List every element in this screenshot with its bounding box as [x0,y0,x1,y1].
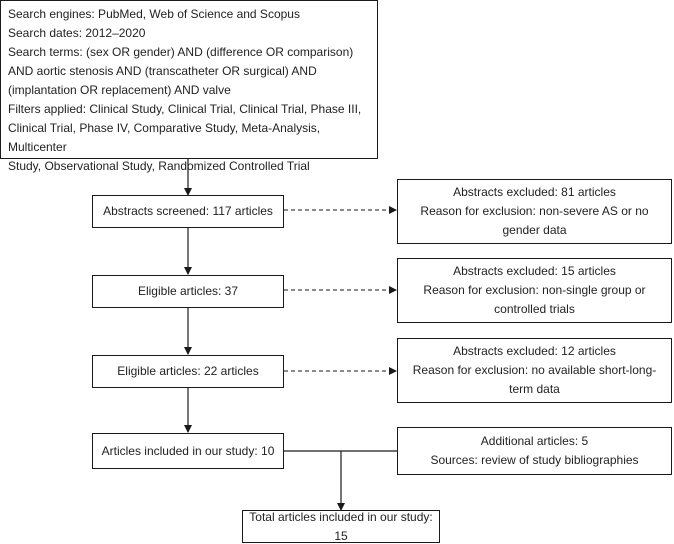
exclusion-reason-cont: gender data [502,223,567,237]
eligible-22-label: Eligible articles: 22 articles [117,364,259,378]
exclusion-reason-cont: controlled trials [494,302,575,316]
exclusion-count: Abstracts excluded: 15 articles [453,264,616,278]
screened-label: Abstracts screened: 117 articles [103,204,273,218]
included-box: Articles included in our study: 10 [92,433,284,469]
exclusion-box-1: Abstracts excluded: 81 articles Reason f… [397,179,672,244]
additional-count: Additional articles: 5 [480,434,589,448]
exclusion-reason-cont: term data [509,382,560,396]
exclusion-box-3: Abstracts excluded: 12 articles Reason f… [397,338,672,403]
search-line: Filters applied: Clinical Study, Clinica… [8,102,362,116]
search-line: (implantation OR replacement) AND valve [8,83,231,97]
search-line: Search engines: PubMed, Web of Science a… [8,7,300,21]
search-line: Clinical Trial, Phase IV, Comparative St… [8,121,321,154]
exclusion-reason: Reason for exclusion: no available short… [412,363,657,377]
eligible-37-box: Eligible articles: 37 [92,275,284,308]
search-strategy-box: Search engines: PubMed, Web of Science a… [0,0,378,173]
additional-articles-box: Additional articles: 5 Sources: review o… [397,427,672,475]
search-line: Study, Observational Study, Randomized C… [8,159,310,173]
total-label: Total articles included in our study: 15 [249,509,433,543]
eligible-37-label: Eligible articles: 37 [137,284,239,298]
exclusion-count: Abstracts excluded: 81 articles [453,185,616,199]
search-line: AND aortic stenosis AND (transcatheter O… [8,64,317,78]
search-line: Search terms: (sex OR gender) AND (diffe… [8,45,354,59]
exclusion-box-2: Abstracts excluded: 15 articles Reason f… [397,258,672,323]
total-box: Total articles included in our study: 15 [242,510,440,543]
exclusion-reason: Reason for exclusion: non-severe AS or n… [420,204,649,218]
screened-box: Abstracts screened: 117 articles [92,195,284,228]
additional-source: Sources: review of study bibliographies [430,453,639,467]
eligible-22-box: Eligible articles: 22 articles [92,355,284,388]
exclusion-count: Abstracts excluded: 12 articles [453,344,616,358]
exclusion-reason: Reason for exclusion: non-single group o… [423,283,646,297]
search-line: Search dates: 2012–2020 [8,26,146,40]
included-label: Articles included in our study: 10 [101,443,275,458]
